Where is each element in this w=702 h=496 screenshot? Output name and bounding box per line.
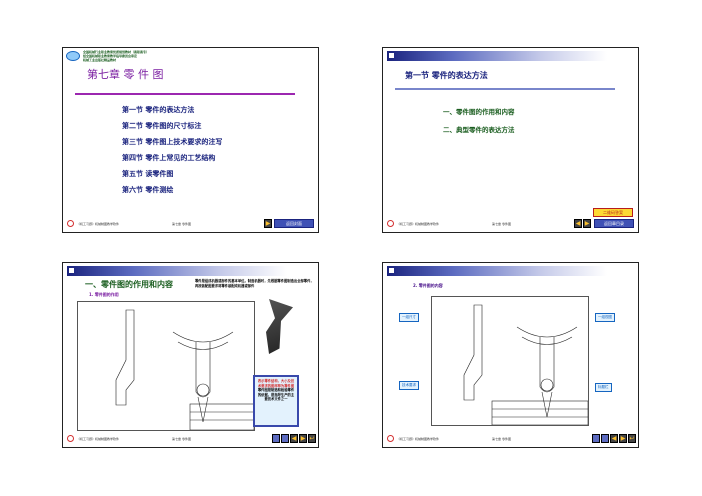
section-link[interactable]: 第六节 零件测绘	[122, 186, 174, 194]
menu-icon[interactable]	[592, 434, 600, 443]
header-square	[69, 268, 74, 273]
qr-answer-button[interactable]: 二维码答案	[593, 208, 633, 217]
publisher-line: 机械工业出版社精品教材	[83, 58, 117, 62]
next-arrow-icon[interactable]: ▶	[619, 434, 627, 443]
slide-footer: 《机工习题》机械制图教学软件 第七章 零件图 ▶ 返回封面	[67, 219, 316, 229]
slide-title: 一、零件图的作用和内容	[85, 280, 173, 289]
footer-chapter: 第七章 零件图	[172, 222, 191, 226]
header-square	[389, 268, 394, 273]
slide-chapter-cover: 全国机械行业职业教育优质规划教材（高职高专） 经全国机械职业教育教学指导委员会审…	[62, 47, 319, 233]
part-drawing-svg	[115, 309, 255, 431]
topic-link[interactable]: 一、零件图的作用和内容	[443, 108, 515, 116]
logo-circle-icon	[67, 220, 74, 227]
section-link[interactable]: 第四节 零件上常见的工艺结构	[122, 154, 216, 162]
slide-part-drawing-content: 2. 零件图的内容 一组尺寸 一组视图 技术要求 标题栏 《机工习题》机械制图教…	[382, 262, 639, 448]
back-to-chapter-button[interactable]: 返回章目录	[594, 219, 634, 228]
footer-chapter: 第七章 零件图	[492, 437, 511, 441]
footer-software: 《机工习题》机械制图教学软件	[397, 222, 440, 226]
home-icon[interactable]	[281, 434, 289, 443]
part-photo	[266, 299, 293, 354]
part-drawing	[77, 301, 255, 431]
slide-section-one: 第一节 零件的表达方法 一、零件图的作用和内容 二、典型零件的表达方法 二维码答…	[382, 47, 639, 233]
section-title: 第一节 零件的表达方法	[405, 71, 488, 80]
next-arrow-icon[interactable]: ▶	[299, 434, 307, 443]
next-arrow-icon[interactable]: ▶	[583, 219, 591, 228]
publisher-line: 全国机械行业职业教育优质规划教材（高职高专）	[83, 50, 150, 54]
part-drawing-svg	[463, 304, 589, 426]
footer-software: 《机工习题》机械制图教学软件	[77, 222, 120, 226]
slide-footer: 《机工习题》机械制图教学软件 第七章 零件图 ◀ ▶ ↩	[67, 434, 316, 444]
chapter-title: 第七章 零 件 图	[87, 68, 164, 81]
slide-footer: 《机工习题》机械制图教学软件 第七章 零件图 ◀ ▶ 返回章目录	[387, 219, 636, 229]
header-bar	[387, 51, 607, 61]
header-bar	[387, 266, 607, 276]
slide-part-drawing-purpose: 一、零件图的作用和内容 1. 零件图的作用 零件是组成机器或部件的基本单位。制造…	[62, 262, 319, 448]
return-icon[interactable]: ↩	[628, 434, 636, 443]
footer-chapter: 第七章 零件图	[172, 437, 191, 441]
prev-arrow-icon[interactable]: ◀	[574, 219, 582, 228]
logo-circle-icon	[387, 435, 394, 442]
description-text: 零件是组成机器或部件的基本单位。制造机器时，先根据零件图制造出全部零件，再按装配…	[195, 279, 314, 288]
header-square	[389, 53, 394, 58]
menu-icon[interactable]	[272, 434, 280, 443]
return-icon[interactable]: ↩	[308, 434, 316, 443]
prev-arrow-icon[interactable]: ◀	[290, 434, 298, 443]
footer-chapter: 第七章 零件图	[492, 222, 511, 226]
next-arrow-icon[interactable]: ▶	[264, 219, 272, 228]
callout-tech-requirements: 技术要求	[399, 381, 419, 390]
publisher-line: 经全国机械职业教育教学指导委员会审定	[83, 54, 138, 58]
section-link[interactable]: 第三节 零件图上技术要求的注写	[122, 138, 223, 146]
part-drawing	[431, 296, 589, 426]
callout-title-block: 标题栏	[595, 383, 612, 392]
callout-views: 一组视图	[595, 313, 615, 322]
role-text: 零件图是制造和检验零件的依据，是指导生产的主要技术文件之一	[257, 388, 295, 402]
logo-circle-icon	[387, 220, 394, 227]
back-to-cover-button[interactable]: 返回封面	[274, 219, 314, 228]
header-bar	[67, 266, 287, 276]
divider	[395, 88, 615, 90]
logo-icon	[66, 51, 80, 61]
prev-arrow-icon[interactable]: ◀	[610, 434, 618, 443]
slide-subtitle: 1. 零件图的作用	[89, 292, 119, 297]
slide-footer: 《机工习题》机械制图教学软件 第七章 零件图 ◀ ▶ ↩	[387, 434, 636, 444]
footer-software: 《机工习题》机械制图教学软件	[77, 437, 120, 441]
divider	[75, 93, 295, 95]
section-link[interactable]: 第五节 读零件图	[122, 170, 174, 178]
section-link[interactable]: 第一节 零件的表达方法	[122, 106, 195, 114]
callout-dimensions: 一组尺寸	[399, 313, 419, 322]
definition-text: 表示零件结构，大小及技术要求的图样称为零件图	[257, 379, 295, 388]
footer-software: 《机工习题》机械制图教学软件	[397, 437, 440, 441]
definition-box: 表示零件结构，大小及技术要求的图样称为零件图 零件图是制造和检验零件的依据，是指…	[253, 375, 299, 427]
topic-link[interactable]: 二、典型零件的表达方法	[443, 126, 515, 134]
logo-circle-icon	[67, 435, 74, 442]
section-link[interactable]: 第二节 零件图的尺寸标注	[122, 122, 202, 130]
slide-subtitle: 2. 零件图的内容	[413, 283, 443, 288]
home-icon[interactable]	[601, 434, 609, 443]
